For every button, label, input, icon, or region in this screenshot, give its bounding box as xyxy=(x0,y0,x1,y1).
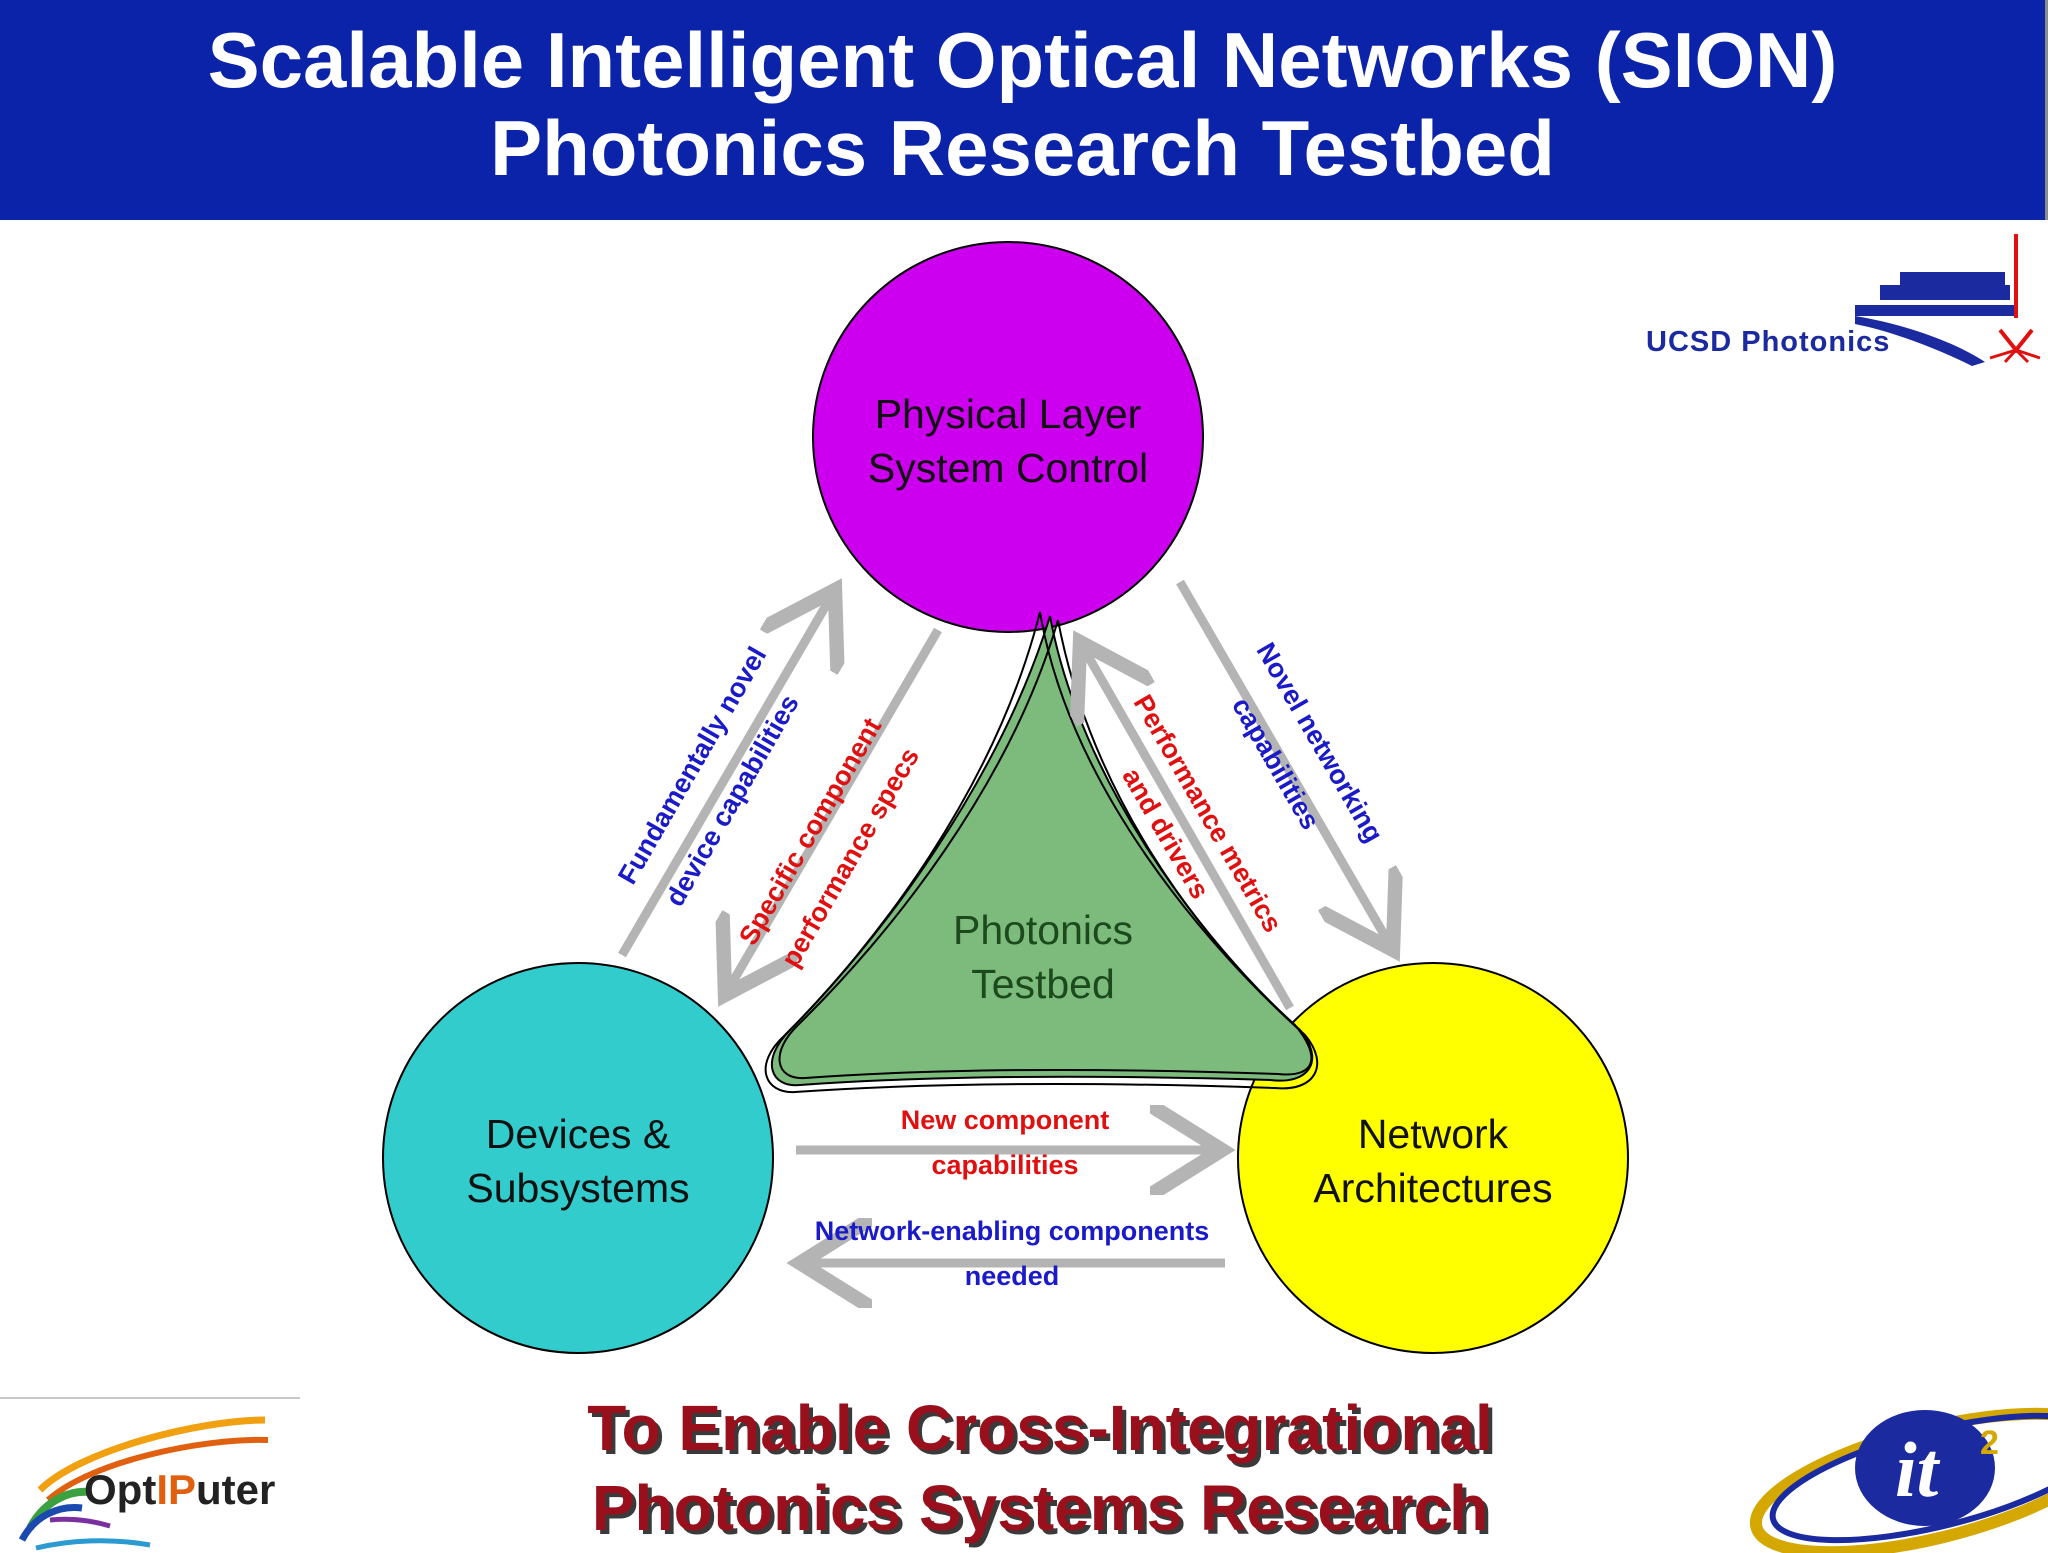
physical-layer-circle xyxy=(812,241,1204,633)
ucsd-photonics-label: UCSD Photonics xyxy=(1646,326,1891,358)
optiputer-text-1: Opt xyxy=(84,1466,157,1513)
arrow-devices-to-physical xyxy=(618,590,835,958)
title-line-1: Scalable Intelligent Optical Networks (S… xyxy=(207,16,1838,104)
ucsd-photonics-logo xyxy=(1855,234,2041,366)
network-enabling-label-2: needed xyxy=(965,1261,1060,1291)
footer-line-2: Photonics Systems Research xyxy=(591,1472,1489,1544)
network-label-1: Network xyxy=(1358,1111,1509,1157)
footer-line-1: To Enable Cross-Integrational xyxy=(587,1392,1493,1464)
devices-subsystems-circle xyxy=(382,962,774,1354)
new-component-label-2: capabilities xyxy=(931,1150,1078,1180)
network-enabling-label-1: Network-enabling components xyxy=(815,1216,1210,1246)
devices-label-2: Subsystems xyxy=(466,1165,689,1211)
devices-label-1: Devices & xyxy=(486,1111,671,1157)
it2-logo-sup: 2 xyxy=(1980,1424,1999,1462)
footer-tagline: To Enable Cross-Integrational Photonics … xyxy=(440,1388,1640,1548)
optiputer-logo-text: OptIPuter xyxy=(84,1466,275,1514)
title-banner: Scalable Intelligent Optical Networks (S… xyxy=(0,0,2048,220)
testbed-label-2: Testbed xyxy=(971,961,1115,1007)
arrow-physical-to-network xyxy=(1176,579,1393,950)
photonics-testbed-triangle xyxy=(764,611,1319,1094)
network-architectures-circle xyxy=(1237,962,1629,1354)
testbed-label-1: Photonics xyxy=(953,907,1133,953)
title-line-2: Photonics Research Testbed xyxy=(490,104,1555,192)
optiputer-logo-swirl xyxy=(0,1397,300,1551)
it2-logo: it 2 xyxy=(1749,1407,2048,1553)
it2-logo-text: it xyxy=(1895,1426,1941,1513)
physical-layer-label-2: System Control xyxy=(868,445,1148,491)
network-label-2: Architectures xyxy=(1313,1165,1552,1211)
arrow-physical-to-devices xyxy=(725,627,942,995)
arrow-network-to-physical xyxy=(1080,642,1294,1011)
physical-layer-label-1: Physical Layer xyxy=(875,391,1142,437)
new-component-label-1: New component xyxy=(901,1105,1110,1135)
optiputer-text-2: IP xyxy=(156,1466,196,1513)
optiputer-text-3: uter xyxy=(196,1466,276,1513)
